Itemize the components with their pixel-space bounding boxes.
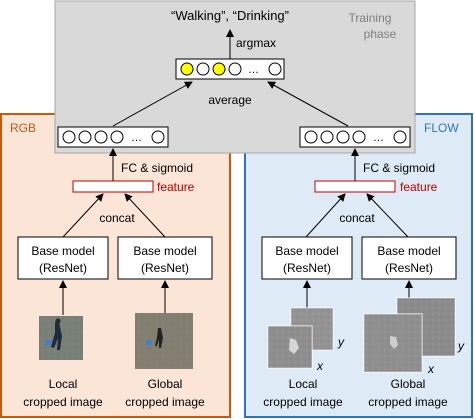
rgb-node-4 [110, 130, 124, 144]
flow-left-base-model [261, 236, 353, 280]
flow-local-y-label: y [337, 335, 345, 349]
flow-ellipsis: … [373, 132, 384, 144]
output-node-4 [228, 62, 242, 76]
output-labels: “Walking”, “Drinking” [171, 8, 289, 23]
training-phase-label-line1: Training [349, 11, 392, 25]
rgb-feature-box [72, 180, 154, 193]
flow-left-caption-line1: Local [289, 377, 318, 391]
rgb-feature-label: feature [157, 180, 195, 194]
rgb-prediction-vector: … [57, 126, 169, 148]
rgb-fc-label: FC & sigmoid [121, 161, 193, 175]
flow-concat-label: concat [339, 211, 375, 225]
flow-local-image-stack [267, 307, 334, 369]
rgb-concat-arrow-left [62, 193, 104, 238]
rgb-right-caption-line1: Global [148, 377, 183, 391]
flow-concat-arrow-left [305, 193, 346, 238]
flow-panel-title: FLOW [424, 121, 459, 135]
output-node-2 [196, 62, 210, 76]
flow-right-caption-line2: cropped image [368, 395, 448, 409]
rgb-right-base-model [117, 236, 213, 280]
avg-arrow-right [267, 81, 349, 127]
rgb-panel-title: RGB [10, 121, 36, 135]
flow-node-4 [352, 130, 366, 144]
flow-node-1 [304, 130, 318, 144]
flow-global-image-stack [363, 297, 456, 373]
rgb-right-model-line2: (ResNet) [141, 261, 189, 275]
flow-concat-arrow-right [366, 193, 409, 238]
output-vector: … [175, 58, 285, 80]
rgb-left-base-model [17, 236, 109, 280]
flow-node-3 [336, 130, 350, 144]
rgb-right-caption-line2: cropped image [125, 395, 205, 409]
rgb-node-5 [151, 130, 165, 144]
avg-arrow-left [112, 81, 193, 127]
flow-fc-label: FC & sigmoid [363, 161, 435, 175]
output-ellipsis: … [248, 64, 259, 76]
flow-local-x-label: x [316, 359, 324, 373]
rgb-local-image [39, 316, 83, 360]
output-node-5 [268, 62, 282, 76]
flow-feature-label: feature [400, 180, 438, 194]
output-node-1 [180, 62, 194, 76]
rgb-ellipsis: … [131, 132, 142, 144]
rgb-right-model-line1: Base model [133, 244, 196, 258]
rgb-left-caption-line1: Local [49, 377, 78, 391]
rgb-node-1 [62, 130, 76, 144]
rgb-left-model-line1: Base model [31, 244, 94, 258]
average-label: average [208, 93, 252, 107]
rgb-concat-label: concat [99, 211, 135, 225]
argmax-label: argmax [236, 36, 276, 50]
flow-right-model-line1: Base model [377, 244, 440, 258]
flow-right-model-line2: (ResNet) [385, 261, 433, 275]
flow-left-caption-line2: cropped image [263, 395, 343, 409]
rgb-node-3 [94, 130, 108, 144]
rgb-concat-arrow-right [124, 193, 166, 238]
output-node-3 [212, 62, 226, 76]
flow-global-x-label: x [427, 362, 435, 376]
flow-right-caption-line1: Global [391, 377, 426, 391]
flow-left-model-line1: Base model [275, 244, 338, 258]
flow-right-base-model [361, 236, 457, 280]
rgb-left-caption-line2: cropped image [23, 395, 103, 409]
rgb-left-model-line2: (ResNet) [39, 261, 87, 275]
rgb-node-2 [78, 130, 92, 144]
flow-global-y-label: y [457, 339, 465, 353]
flow-node-2 [320, 130, 334, 144]
training-phase-label-line2: phase [364, 27, 397, 41]
flow-left-model-line2: (ResNet) [283, 261, 331, 275]
flow-prediction-vector: … [299, 126, 411, 148]
flow-node-5 [393, 130, 407, 144]
flow-feature-box [314, 180, 396, 193]
rgb-global-image [135, 313, 193, 369]
